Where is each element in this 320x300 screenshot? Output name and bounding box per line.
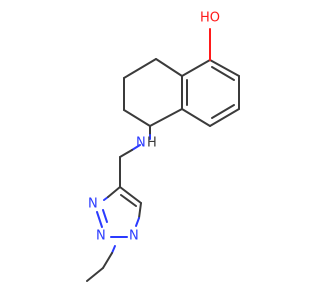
bond-c8-c7-inner bbox=[211, 66, 235, 81]
bond-c8a-c8 bbox=[181, 59, 211, 77]
molecule-structure: HO N H N N N bbox=[86, 11, 240, 282]
bond-n-ch2-colored bbox=[131, 144, 141, 151]
bond-n-ch2 bbox=[119, 149, 133, 158]
bond-c4t-c5t bbox=[119, 186, 142, 204]
bond-c5-c4a bbox=[181, 108, 211, 127]
bond-c8a-c1 bbox=[155, 58, 183, 77]
bond-ch2-ch3 bbox=[86, 267, 104, 282]
bond-c8-c7 bbox=[209, 59, 240, 77]
hydroxyl-label: HO bbox=[200, 11, 220, 26]
bond-c4-c4a bbox=[149, 108, 183, 127]
bond-n2-ch2-colored bbox=[111, 245, 116, 254]
bond-c1-c2 bbox=[123, 58, 157, 79]
bond-c6-c5-inner bbox=[211, 104, 235, 119]
bond-n3-c4t bbox=[107, 186, 121, 198]
amine-hydrogen-label: H bbox=[147, 136, 157, 151]
bond-c3-c4 bbox=[123, 109, 151, 127]
bond-c5t-n1 bbox=[138, 202, 142, 219]
bond-c4t-c5t-inner bbox=[120, 194, 137, 207]
bond-c5t-n1-colored bbox=[135, 217, 140, 227]
bond-n2-n3 bbox=[96, 211, 103, 228]
triazole-n3-label: N bbox=[88, 197, 98, 212]
bond-c6-c5 bbox=[209, 108, 240, 127]
bond-n2-n3-inner bbox=[102, 209, 108, 223]
triazole-n1-label: N bbox=[129, 229, 139, 244]
bond-n2-ch2 bbox=[102, 252, 113, 269]
triazole-n2-label: N bbox=[96, 229, 106, 244]
amine-nitrogen-label: N bbox=[136, 136, 146, 151]
